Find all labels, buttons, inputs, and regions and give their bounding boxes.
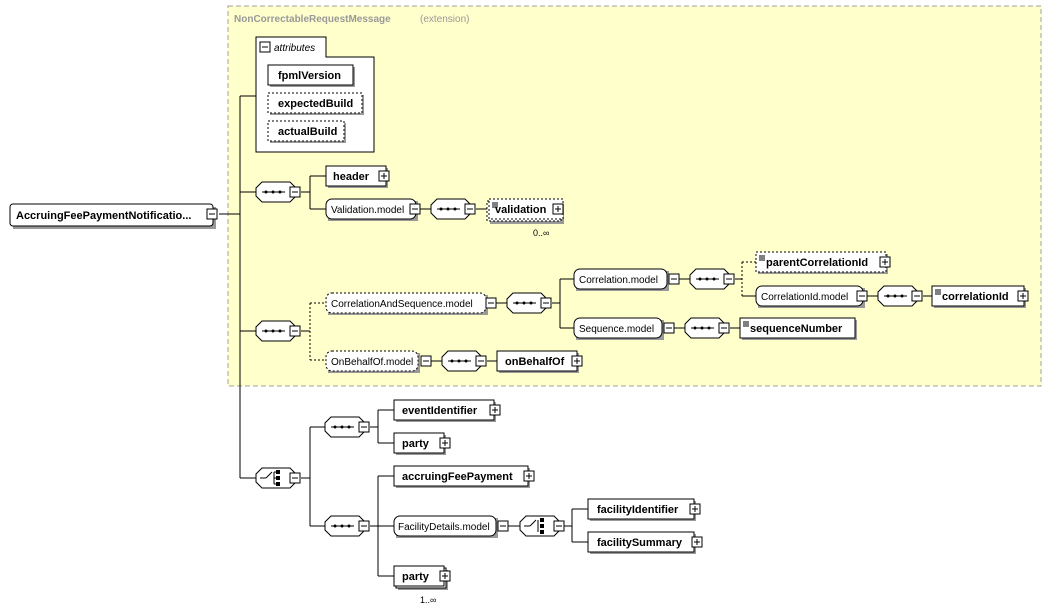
element-parentCorrelationId[interactable]: parentCorrelationId (755, 251, 891, 274)
attribute-expectedBuild[interactable]: expectedBuild (267, 92, 364, 115)
element-eventIdentifier[interactable]: eventIdentifier (393, 399, 501, 422)
svg-text:FacilityDetails.model: FacilityDetails.model (398, 522, 490, 533)
svg-text:correlationId: correlationId (942, 291, 1009, 303)
svg-text:header: header (333, 171, 370, 183)
element-validation[interactable]: validation 0..∞ (486, 198, 564, 238)
collapse-icon[interactable] (540, 297, 552, 309)
attributes-title: attributes (274, 43, 315, 54)
attribute-fpmlVersion[interactable]: fpmlVersion (267, 64, 355, 87)
choice-compositor[interactable] (255, 467, 301, 489)
collapse-icon[interactable] (497, 520, 509, 532)
svg-text:party: party (402, 571, 430, 583)
collapse-icon[interactable] (668, 273, 680, 285)
element-facilitySummary[interactable]: facilitySummary (587, 531, 703, 554)
svg-text:Validation.model: Validation.model (331, 205, 404, 216)
sequence-compositor[interactable] (255, 181, 301, 203)
element-accruingFeePayment[interactable]: accruingFeePayment (393, 465, 535, 488)
collapse-icon[interactable] (723, 273, 735, 285)
collapse-icon[interactable] (553, 520, 565, 532)
group-sequence-model[interactable]: Sequence.model (573, 317, 675, 340)
group-correlation-id-model[interactable]: CorrelationId.model (755, 285, 868, 308)
expand-icon[interactable] (691, 536, 703, 548)
root-element[interactable]: AccruingFeePaymentNotificatio... (9, 203, 218, 229)
connectors (219, 95, 932, 577)
collapse-icon[interactable] (911, 290, 923, 302)
svg-text:actualBuild: actualBuild (278, 126, 337, 138)
group-correlation-and-sequence-model[interactable]: CorrelationAndSequence.model (325, 292, 497, 315)
expand-icon[interactable] (489, 404, 501, 416)
svg-text:onBehalfOf: onBehalfOf (505, 356, 565, 368)
collapse-icon[interactable] (409, 203, 421, 215)
svg-text:eventIdentifier: eventIdentifier (402, 405, 478, 417)
collapse-icon[interactable] (475, 355, 487, 367)
collapse-icon[interactable] (663, 322, 675, 334)
collapse-icon[interactable] (485, 297, 497, 309)
attribute-actualBuild[interactable]: actualBuild (267, 120, 346, 143)
collapse-icon[interactable] (358, 421, 370, 433)
svg-text:AccruingFeePaymentNotificatio.: AccruingFeePaymentNotificatio... (16, 210, 191, 222)
element-facilityIdentifier[interactable]: facilityIdentifier (587, 498, 701, 521)
collapse-icon[interactable] (289, 186, 301, 198)
svg-text:Correlation.model: Correlation.model (579, 275, 658, 286)
sequence-compositor[interactable] (506, 292, 552, 314)
svg-text:fpmlVersion: fpmlVersion (278, 70, 341, 82)
element-onBehalfOf[interactable]: onBehalfOf (496, 350, 583, 373)
sequence-compositor[interactable] (877, 285, 923, 307)
element-header[interactable]: header (325, 165, 390, 188)
svg-text:facilitySummary: facilitySummary (597, 537, 683, 549)
group-facility-details-model[interactable]: FacilityDetails.model (393, 515, 509, 538)
expand-icon[interactable] (571, 355, 583, 367)
svg-text:CorrelationAndSequence.model: CorrelationAndSequence.model (331, 299, 473, 310)
group-validation-model[interactable]: Validation.model (325, 198, 421, 221)
svg-text:facilityIdentifier: facilityIdentifier (597, 504, 679, 516)
group-correlation-model[interactable]: Correlation.model (573, 268, 680, 291)
sequence-compositor[interactable] (324, 416, 370, 438)
svg-text:accruingFeePayment: accruingFeePayment (402, 471, 513, 483)
collapse-icon[interactable] (420, 355, 432, 367)
expand-icon[interactable] (523, 470, 535, 482)
extension-subtitle: (extension) (420, 14, 469, 25)
element-sequenceNumber[interactable]: sequenceNumber (739, 317, 857, 340)
expand-icon[interactable] (879, 256, 891, 268)
sequence-compositor[interactable] (441, 350, 487, 372)
svg-text:Sequence.model: Sequence.model (579, 324, 654, 335)
expand-icon[interactable] (439, 570, 451, 582)
expand-icon[interactable] (689, 503, 701, 515)
collapse-icon[interactable] (718, 322, 730, 334)
svg-text:validation: validation (495, 204, 547, 216)
collapse-icon[interactable] (464, 203, 476, 215)
element-correlationId[interactable]: correlationId (931, 285, 1029, 308)
collapse-icon[interactable] (856, 290, 868, 302)
collapse-icon[interactable] (206, 208, 218, 220)
sequence-compositor[interactable] (430, 198, 476, 220)
sequence-compositor[interactable] (324, 515, 370, 537)
sequence-compositor[interactable] (255, 320, 301, 342)
choice-compositor[interactable] (519, 515, 565, 537)
element-party[interactable]: party (393, 432, 451, 455)
svg-text:OnBehalfOf.model: OnBehalfOf.model (331, 357, 413, 368)
group-on-behalf-of-model[interactable]: OnBehalfOf.model (325, 350, 432, 373)
expand-icon[interactable] (552, 203, 564, 215)
collapse-icon[interactable] (289, 472, 301, 484)
occurs-label: 0..∞ (533, 228, 549, 238)
sequence-compositor[interactable] (689, 268, 735, 290)
svg-text:CorrelationId.model: CorrelationId.model (761, 292, 848, 303)
svg-text:parentCorrelationId: parentCorrelationId (766, 257, 868, 269)
svg-text:expectedBuild: expectedBuild (278, 98, 353, 110)
expand-icon[interactable] (378, 170, 390, 182)
collapse-icon[interactable] (259, 41, 271, 53)
extension-title: NonCorrectableRequestMessage (234, 14, 391, 25)
collapse-icon[interactable] (289, 325, 301, 337)
expand-icon[interactable] (439, 437, 451, 449)
element-party-multi[interactable]: party 1..∞ (393, 565, 451, 605)
occurs-label: 1..∞ (420, 595, 436, 605)
sequence-compositor[interactable] (684, 317, 730, 339)
svg-text:party: party (402, 438, 430, 450)
svg-text:sequenceNumber: sequenceNumber (750, 323, 843, 335)
expand-icon[interactable] (1017, 290, 1029, 302)
attributes-group: attributes fpmlVersion expectedBuild act… (255, 36, 375, 153)
collapse-icon[interactable] (358, 520, 370, 532)
